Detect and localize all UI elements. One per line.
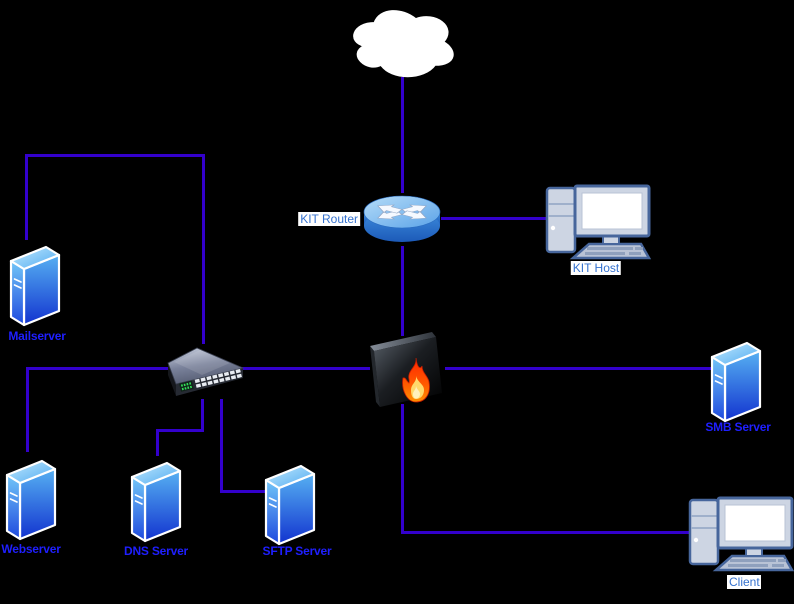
server-icon <box>5 459 57 541</box>
desktop-computer-icon <box>688 496 794 572</box>
wire-firewall-client-horizontal[interactable] <box>401 531 691 534</box>
flame-icon <box>402 357 430 403</box>
wire-router-kithost[interactable] <box>441 217 546 220</box>
sftp-server-label: SFTP Server <box>262 544 332 558</box>
firewall-icon <box>370 332 442 407</box>
kit-host-label: KIT Host <box>570 261 622 275</box>
wire-switch-dns-v2[interactable] <box>156 429 159 456</box>
node-kit-router[interactable] <box>362 192 442 248</box>
smb-server-label: SMB Server <box>705 420 771 434</box>
node-switch[interactable] <box>160 341 248 401</box>
wire-switch-uplink[interactable] <box>202 154 205 344</box>
webserver-label: Webserver <box>1 542 61 556</box>
server-icon <box>264 464 316 546</box>
node-smb-server[interactable] <box>709 333 763 425</box>
mailserver-label: Mailserver <box>8 329 66 343</box>
node-firewall[interactable] <box>366 331 448 411</box>
desktop-computer-icon <box>545 184 651 260</box>
kit-router-label: KIT Router <box>298 212 360 226</box>
router-icon <box>363 195 441 242</box>
dns-server-label: DNS Server <box>123 544 189 558</box>
node-mailserver[interactable] <box>8 237 62 329</box>
wire-switch-dns-h[interactable] <box>156 429 204 432</box>
server-icon <box>130 461 182 543</box>
server-icon <box>9 245 61 327</box>
node-kit-host[interactable] <box>543 184 651 260</box>
wire-firewall-client-vertical[interactable] <box>401 404 404 534</box>
node-sftp-server[interactable] <box>263 456 317 548</box>
switch-icon <box>167 347 245 396</box>
wire-switch-dns-v1[interactable] <box>201 399 204 432</box>
client-label: Client <box>727 575 761 589</box>
wire-lan-webserver[interactable] <box>26 367 29 452</box>
wire-firewall-smbserver[interactable] <box>445 367 712 370</box>
node-dns-server[interactable] <box>129 453 183 545</box>
node-client[interactable] <box>686 494 794 574</box>
wire-internet-router[interactable] <box>401 77 404 193</box>
wire-switch-sftp-h[interactable] <box>220 490 266 493</box>
internet-cloud-icon <box>353 10 454 78</box>
wire-mailserver-horizontal[interactable] <box>25 154 205 157</box>
node-webserver[interactable] <box>4 451 58 543</box>
wire-router-firewall[interactable] <box>401 246 404 336</box>
wire-mailserver-vertical[interactable] <box>25 154 28 240</box>
wire-switch-sftp-v[interactable] <box>220 399 223 493</box>
node-internet-cloud[interactable] <box>347 4 457 80</box>
server-icon <box>710 341 762 423</box>
